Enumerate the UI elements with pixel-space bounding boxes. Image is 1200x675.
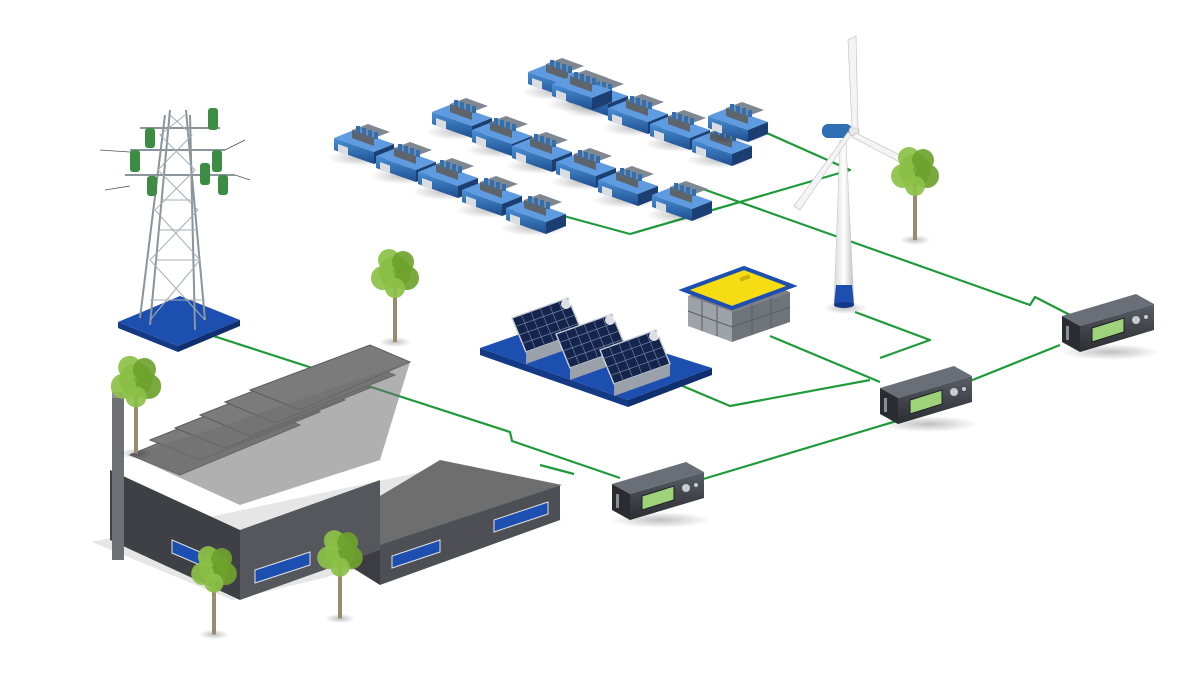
controller-units [610,294,1160,528]
generator-array [328,58,770,236]
engine-generator-icon [506,132,574,174]
solar-panel [599,329,671,396]
engine-generator-icon [646,181,714,223]
engine-generator-icon [500,194,568,236]
tree-icon [891,147,939,245]
line-middle-to-right-controller [959,343,1061,387]
transmission-tower-icon [99,108,251,352]
engine-generator-icon [592,166,660,208]
battery-top [678,265,798,311]
tree-icon [191,546,237,640]
tree-icon [371,249,419,347]
line-factory-to-left-controller [539,463,575,476]
line-battery-to-middle-controller [769,334,881,384]
engine-generator-icon [702,102,770,144]
trees [110,147,939,640]
tower-base-tile [118,296,240,346]
controller-left-controller-unit-icon [610,462,710,528]
battery-icon [678,265,798,342]
tree-icon [110,355,162,459]
engine-generator-icon [546,70,614,112]
line-left-to-middle-controller [699,418,901,482]
solar-panel-icon [480,297,712,407]
controller-right-controller-unit-icon [1060,294,1160,360]
tree-icon [317,530,363,624]
line-generators-to-right-controller [699,186,1071,316]
controller-middle-controller-unit-icon [878,366,978,432]
line-turbine-to-middle-controller [854,310,932,360]
